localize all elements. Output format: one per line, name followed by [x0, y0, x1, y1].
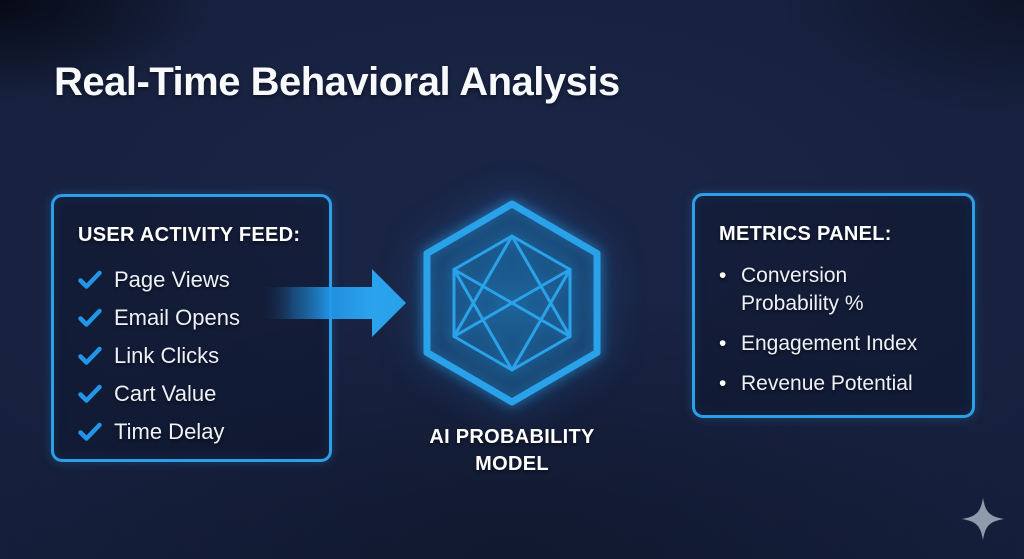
check-icon	[78, 422, 102, 442]
list-item: Link Clicks	[78, 337, 305, 375]
activity-item-label: Page Views	[114, 267, 230, 292]
bullet-icon: •	[719, 332, 727, 355]
bullet-icon: •	[719, 264, 727, 287]
list-item: Cart Value	[78, 375, 305, 413]
metrics-panel: METRICS PANEL: • Conversion Probability …	[692, 193, 975, 418]
check-icon	[78, 346, 102, 366]
list-item: Time Delay	[78, 413, 305, 451]
activity-item-label: Time Delay	[114, 419, 225, 444]
list-item: Page Views	[78, 261, 305, 299]
ai-model-label-line1: AI PROBABILITY	[429, 426, 595, 448]
list-item: Email Opens	[78, 299, 305, 337]
ai-model-label: AI PROBABILITY MODEL	[402, 424, 622, 478]
metrics-list: • Conversion Probability % • Engagement …	[719, 262, 948, 398]
list-item: • Conversion Probability %	[719, 262, 948, 318]
bullet-icon: •	[719, 372, 727, 395]
check-icon	[78, 308, 102, 328]
metric-item-label: Conversion Probability %	[741, 264, 864, 315]
flow-arrow-icon	[258, 260, 408, 346]
activity-item-label: Email Opens	[114, 305, 240, 330]
sparkle-icon	[960, 496, 1006, 542]
activity-panel-header: USER ACTIVITY FEED:	[78, 224, 301, 246]
page-title: Real-Time Behavioral Analysis	[54, 60, 620, 104]
ai-model-label-line2: MODEL	[475, 453, 549, 475]
user-activity-panel: USER ACTIVITY FEED: Page Views Email Ope…	[51, 194, 332, 462]
activity-item-label: Cart Value	[114, 381, 217, 406]
network-hexagon-icon	[402, 191, 622, 415]
metrics-panel-header: METRICS PANEL:	[719, 223, 892, 245]
check-icon	[78, 270, 102, 290]
activity-list: Page Views Email Opens Link Clicks Cart …	[78, 261, 305, 451]
metric-item-label: Revenue Potential	[741, 372, 913, 395]
list-item: • Engagement Index	[719, 330, 948, 358]
activity-item-label: Link Clicks	[114, 343, 220, 368]
list-item: • Revenue Potential	[719, 370, 948, 398]
metric-item-label: Engagement Index	[741, 332, 918, 355]
check-icon	[78, 384, 102, 404]
